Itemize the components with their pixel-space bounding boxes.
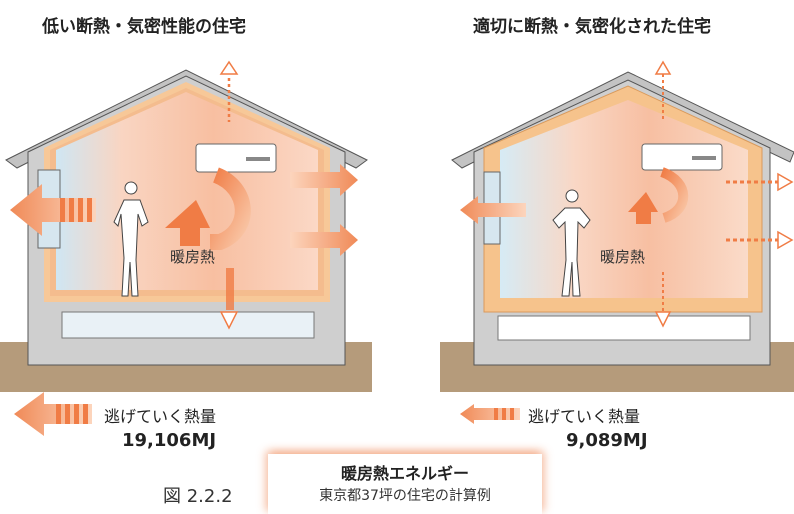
left-house-title: 低い断熱・気密性能の住宅 [42, 17, 246, 37]
escape-arrow-up [654, 60, 672, 120]
heat-rising-arrow [628, 192, 658, 224]
caption-box: 暖房熱エネルギー 東京都37坪の住宅の計算例 [268, 454, 542, 514]
right-house [440, 60, 794, 392]
escape-amount-right: 9,089MJ [566, 430, 648, 451]
person-figure [113, 181, 149, 297]
escape-label-left: 逃げていく熱量 [104, 407, 217, 426]
escape-arrow-left [460, 196, 526, 224]
legend-large-arrow [14, 392, 92, 436]
heat-label-left: 暖房熱 [170, 248, 216, 266]
heat-rising-arrow [165, 200, 210, 246]
escape-arrow-right-upper [290, 164, 358, 196]
escape-amount-left: 19,106MJ [122, 430, 217, 451]
air-conditioner [641, 143, 723, 171]
large-escape-arrow-left [10, 184, 96, 236]
escape-arrow-right-lower [290, 224, 358, 256]
roof [451, 71, 794, 169]
legend-small-arrow [460, 404, 520, 424]
room-interior [56, 92, 318, 290]
roof [5, 69, 368, 169]
person-figure [552, 189, 591, 297]
heat-circulation-curve [210, 167, 251, 250]
heat-label-right: 暖房熱 [600, 248, 646, 266]
escape-arrow-up [219, 60, 239, 122]
heat-circulation-curve [659, 167, 689, 223]
escape-arrow-right-lower [726, 230, 794, 250]
caption-subtitle: 東京都37坪の住宅の計算例 [319, 488, 491, 504]
escape-arrow-right-upper [726, 172, 794, 192]
left-house [0, 60, 372, 392]
floor-space [497, 315, 751, 341]
escape-arrow-down [219, 268, 239, 330]
escape-label-right: 逃げていく熱量 [528, 407, 641, 426]
escape-arrow-down [654, 272, 672, 328]
right-house-title: 適切に断熱・気密化された住宅 [473, 17, 711, 37]
floor-space [61, 311, 315, 339]
caption-title: 暖房熱エネルギー [340, 464, 469, 483]
figure-number: 図 2.2.2 [163, 486, 233, 507]
air-conditioner [195, 143, 277, 173]
